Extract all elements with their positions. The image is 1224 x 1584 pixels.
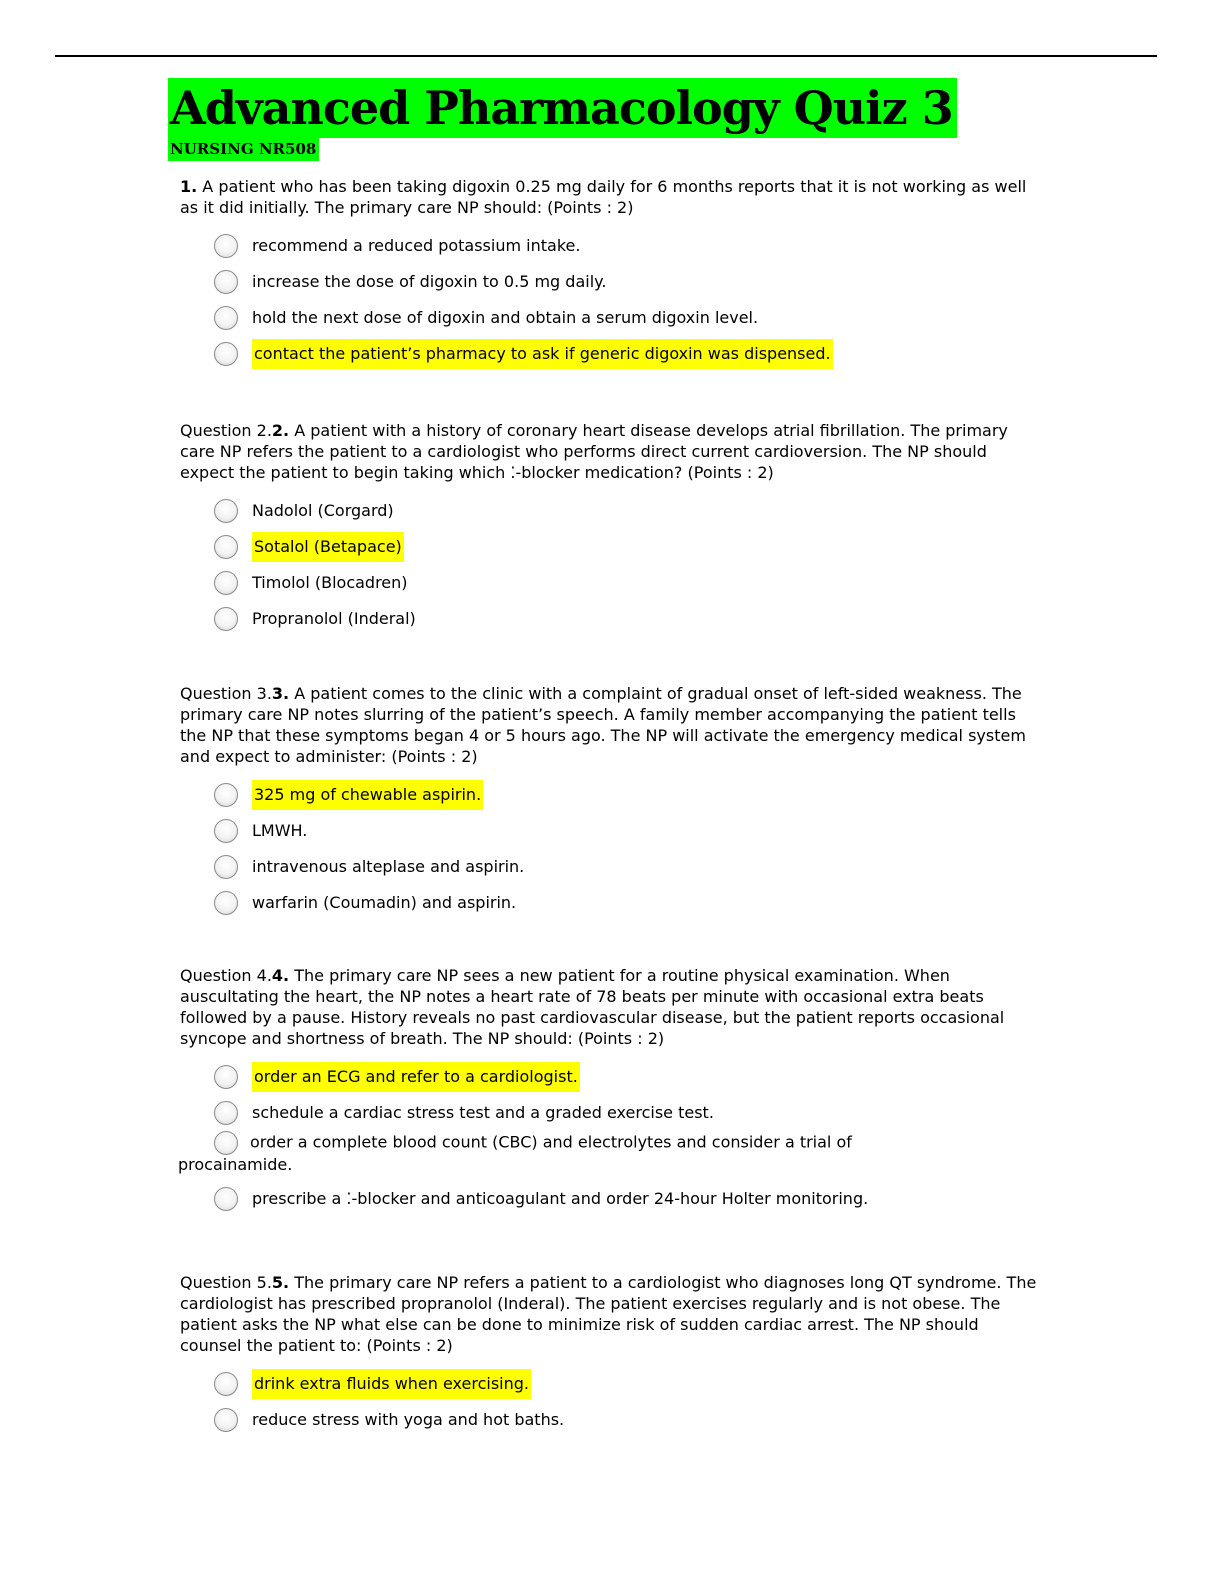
question-text: Question 4.4. The primary care NP sees a… — [180, 966, 1005, 1048]
option-label-highlighted: order an ECG and refer to a cardiologist… — [252, 1062, 580, 1092]
radio-button-icon[interactable] — [214, 499, 238, 523]
answer-options: order an ECG and refer to a cardiologist… — [178, 1059, 1040, 1217]
radio-button-icon[interactable] — [214, 1187, 238, 1211]
answer-option[interactable]: recommend a reduced potassium intake. — [214, 228, 1040, 264]
header: Advanced Pharmacology Quiz 3 NURSING NR5… — [168, 78, 957, 161]
answer-options: recommend a reduced potassium intake. in… — [180, 228, 1040, 372]
answer-option-correct[interactable]: contact the patient’s pharmacy to ask if… — [214, 336, 1040, 372]
answer-option[interactable]: Propranolol (Inderal) — [214, 601, 1040, 637]
answer-options: 325 mg of chewable aspirin. LMWH. intrav… — [180, 777, 1040, 921]
question-number: 5. — [271, 1273, 290, 1292]
course-code: NURSING NR508 — [168, 138, 320, 161]
answer-options: Nadolol (Corgard) Sotalol (Betapace) Tim… — [180, 493, 1040, 637]
answer-option[interactable]: order a complete blood count (CBC) and e… — [178, 1131, 1040, 1175]
question-text: 1. A patient who has been taking digoxin… — [180, 177, 1027, 217]
question-number: 1. — [180, 177, 198, 196]
radio-button-icon[interactable] — [214, 1372, 238, 1396]
question-4: Question 4.4. The primary care NP sees a… — [178, 965, 1040, 1217]
radio-button-icon[interactable] — [214, 855, 238, 879]
answer-option-correct[interactable]: Sotalol (Betapace) — [214, 529, 1040, 565]
radio-button-icon[interactable] — [214, 819, 238, 843]
radio-button-icon[interactable] — [214, 234, 238, 258]
answer-option[interactable]: schedule a cardiac stress test and a gra… — [214, 1095, 1040, 1131]
option-label: order a complete blood count (CBC) and e… — [250, 1132, 852, 1152]
answer-option[interactable]: Timolol (Blocadren) — [214, 565, 1040, 601]
option-label: recommend a reduced potassium intake. — [252, 236, 581, 255]
radio-button-icon[interactable] — [214, 783, 238, 807]
answer-option[interactable]: hold the next dose of digoxin and obtain… — [214, 300, 1040, 336]
question-number: 4. — [271, 966, 290, 985]
page-title: Advanced Pharmacology Quiz 3 — [168, 78, 957, 138]
option-label: increase the dose of digoxin to 0.5 mg d… — [252, 272, 607, 291]
option-label: LMWH. — [252, 821, 308, 840]
option-label-highlighted: 325 mg of chewable aspirin. — [252, 780, 484, 810]
option-label: Timolol (Blocadren) — [252, 573, 408, 592]
question-number: 2. — [271, 421, 290, 440]
option-label-continuation: procainamide. — [178, 1155, 293, 1174]
radio-button-icon[interactable] — [214, 1065, 238, 1089]
radio-button-icon[interactable] — [214, 535, 238, 559]
answer-option[interactable]: Nadolol (Corgard) — [214, 493, 1040, 529]
answer-option[interactable]: prescribe a ⁚-blocker and anticoagulant … — [214, 1181, 1040, 1217]
option-label: Nadolol (Corgard) — [252, 501, 394, 520]
answer-option[interactable]: increase the dose of digoxin to 0.5 mg d… — [214, 264, 1040, 300]
question-2: Question 2.2. A patient with a history o… — [180, 420, 1040, 637]
question-3: Question 3.3. A patient comes to the cli… — [180, 683, 1040, 921]
option-label: intravenous alteplase and aspirin. — [252, 857, 525, 876]
question-text: Question 5.5. The primary care NP refers… — [180, 1273, 1037, 1355]
question-5: Question 5.5. The primary care NP refers… — [180, 1272, 1040, 1438]
answer-option[interactable]: warfarin (Coumadin) and aspirin. — [214, 885, 1040, 921]
question-text: Question 2.2. A patient with a history o… — [180, 421, 1008, 482]
option-label: hold the next dose of digoxin and obtain… — [252, 308, 759, 327]
option-label: schedule a cardiac stress test and a gra… — [252, 1103, 714, 1122]
radio-button-icon[interactable] — [214, 607, 238, 631]
radio-button-icon[interactable] — [214, 1101, 238, 1125]
radio-button-icon[interactable] — [214, 891, 238, 915]
option-label: warfarin (Coumadin) and aspirin. — [252, 893, 517, 912]
option-label: Propranolol (Inderal) — [252, 609, 416, 628]
radio-button-icon[interactable] — [214, 571, 238, 595]
radio-button-icon[interactable] — [214, 1408, 238, 1432]
option-label-highlighted: Sotalol (Betapace) — [252, 532, 404, 562]
answer-option[interactable]: intravenous alteplase and aspirin. — [214, 849, 1040, 885]
radio-button-icon[interactable] — [214, 270, 238, 294]
top-rule — [55, 55, 1157, 57]
question-number: 3. — [271, 684, 290, 703]
answer-option[interactable]: LMWH. — [214, 813, 1040, 849]
radio-button-icon[interactable] — [214, 1131, 238, 1155]
answer-option-correct[interactable]: order an ECG and refer to a cardiologist… — [214, 1059, 1040, 1095]
answer-options: drink extra fluids when exercising. redu… — [180, 1366, 1040, 1438]
option-label: prescribe a ⁚-blocker and anticoagulant … — [252, 1189, 869, 1208]
question-text: Question 3.3. A patient comes to the cli… — [180, 684, 1026, 766]
answer-option[interactable]: reduce stress with yoga and hot baths. — [214, 1402, 1040, 1438]
option-label-highlighted: contact the patient’s pharmacy to ask if… — [252, 339, 833, 369]
option-label: reduce stress with yoga and hot baths. — [252, 1410, 565, 1429]
radio-button-icon[interactable] — [214, 306, 238, 330]
radio-button-icon[interactable] — [214, 342, 238, 366]
answer-option-correct[interactable]: 325 mg of chewable aspirin. — [214, 777, 1040, 813]
answer-option-correct[interactable]: drink extra fluids when exercising. — [214, 1366, 1040, 1402]
question-1: 1. A patient who has been taking digoxin… — [180, 176, 1040, 372]
option-label-highlighted: drink extra fluids when exercising. — [252, 1369, 531, 1399]
